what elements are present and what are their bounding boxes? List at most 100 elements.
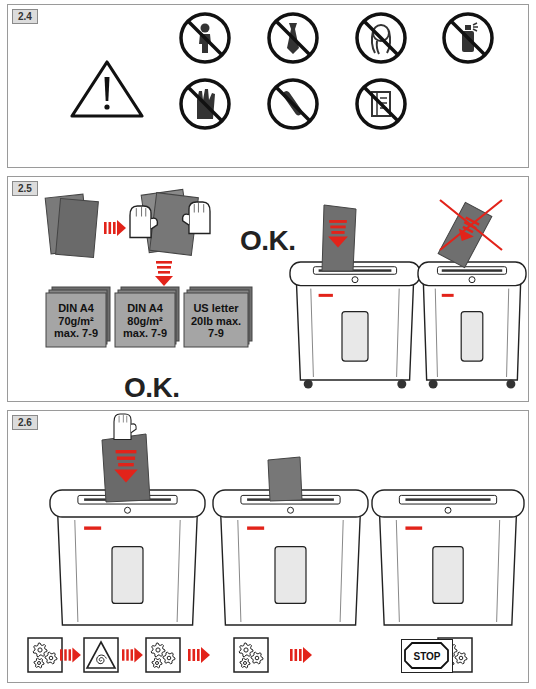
arrow-bar (116, 450, 137, 453)
bin-window (461, 312, 483, 362)
power-button (352, 277, 358, 283)
gear (33, 643, 47, 657)
paper-sheet (184, 293, 248, 347)
hand-fingers (136, 207, 145, 216)
shredder-body (297, 284, 414, 380)
arrow-bar (295, 649, 298, 661)
hand-palm (114, 414, 131, 440)
gear-hub (38, 662, 41, 665)
bin-window (342, 312, 368, 362)
arrow-bar (157, 266, 171, 269)
gear-hub (156, 662, 159, 665)
castor-wheel (304, 380, 313, 389)
gear-hub (167, 656, 171, 660)
prohibition-ring (269, 14, 317, 62)
feed-tray (437, 267, 506, 275)
icon-frame (234, 638, 268, 672)
arrow-bar (64, 649, 66, 660)
prohibition-ring (181, 14, 229, 62)
spiral (97, 655, 107, 664)
shredder (418, 262, 526, 389)
prohibition-ring (444, 14, 492, 62)
gear-hub (38, 648, 42, 652)
arrow-head (201, 647, 210, 663)
gear (163, 652, 175, 664)
body-edge (435, 289, 437, 377)
arrow-bar (60, 649, 62, 660)
gear-hub (244, 662, 247, 665)
gear (151, 643, 165, 657)
paper-sheet (268, 457, 302, 501)
arrow-bar (329, 220, 347, 223)
brand-logo (84, 526, 101, 529)
hand-thumb (151, 218, 157, 229)
arrow-head (134, 647, 143, 662)
red-arrow (328, 220, 348, 248)
step-panel: DIN A4 70g/m² max. 7-9DIN A4 80g/m² max.… (7, 176, 529, 402)
bin-window (275, 547, 306, 604)
arrow-bar (197, 649, 200, 661)
bin-window (112, 547, 143, 604)
gear (251, 652, 263, 664)
stop-sign: STOP (401, 639, 453, 673)
prohibition-slash (364, 21, 398, 55)
red-arrow (114, 450, 137, 483)
step-panel: STOP2.6 (7, 410, 529, 683)
child-head (201, 24, 210, 33)
arrow-head (114, 470, 137, 483)
prohibition-sign (269, 14, 317, 62)
red-arrow (188, 647, 210, 663)
prohibition-ring (269, 80, 317, 128)
arrow-bar (117, 457, 135, 460)
paper-sheet (322, 205, 356, 271)
arrow-head (117, 220, 126, 236)
spray-cap (465, 25, 471, 30)
power-button (445, 507, 451, 513)
arrow-bar (122, 649, 124, 660)
arrow-bar (113, 222, 116, 234)
gear-hub (255, 656, 259, 660)
red-arrow (122, 647, 143, 662)
step-number: 2.4 (12, 9, 38, 24)
shredder-head (418, 262, 526, 286)
gear (239, 643, 253, 657)
warning-triangle (87, 642, 115, 668)
hand-thumb (183, 214, 189, 225)
shredder-body (380, 515, 517, 625)
motor-running-icon (146, 638, 180, 672)
ok-label: O.K. (124, 372, 180, 404)
body-edge (396, 520, 399, 622)
wrong-cross (440, 200, 502, 250)
gear (152, 658, 162, 668)
body-edge (340, 520, 343, 622)
paper-stack: DIN A4 70g/m² max. 7-9 (46, 293, 106, 347)
prohibition-sign (357, 80, 405, 128)
body-edge (397, 289, 400, 377)
hand-fingers (194, 203, 203, 212)
ok-label: O.K. (240, 225, 296, 257)
stop-label: STOP (413, 651, 440, 662)
paper-sheet (46, 293, 106, 347)
paper-sheet (102, 434, 150, 502)
prohibition-slash (276, 87, 310, 121)
paper-spec: DIN A4 80g/m² max. 7-9 (115, 293, 175, 347)
castor-wheel (506, 380, 515, 389)
exclamation-dot (104, 104, 109, 109)
shredder (290, 262, 420, 389)
red-arrow (290, 647, 312, 663)
gear-hub (244, 648, 248, 652)
gear-hub (459, 656, 463, 660)
motor-running-icon (234, 638, 268, 672)
power-button (125, 507, 131, 513)
shredder (372, 490, 524, 625)
arrow-bar (330, 226, 345, 229)
prohibition-slash (364, 87, 398, 121)
feed-tray (399, 495, 496, 504)
prohibition-sign (181, 14, 229, 62)
hand-palm (130, 206, 151, 238)
paper-sheet (56, 198, 99, 257)
prohibition-slash (188, 87, 222, 121)
power-button (288, 507, 294, 513)
brand-logo (442, 294, 454, 297)
